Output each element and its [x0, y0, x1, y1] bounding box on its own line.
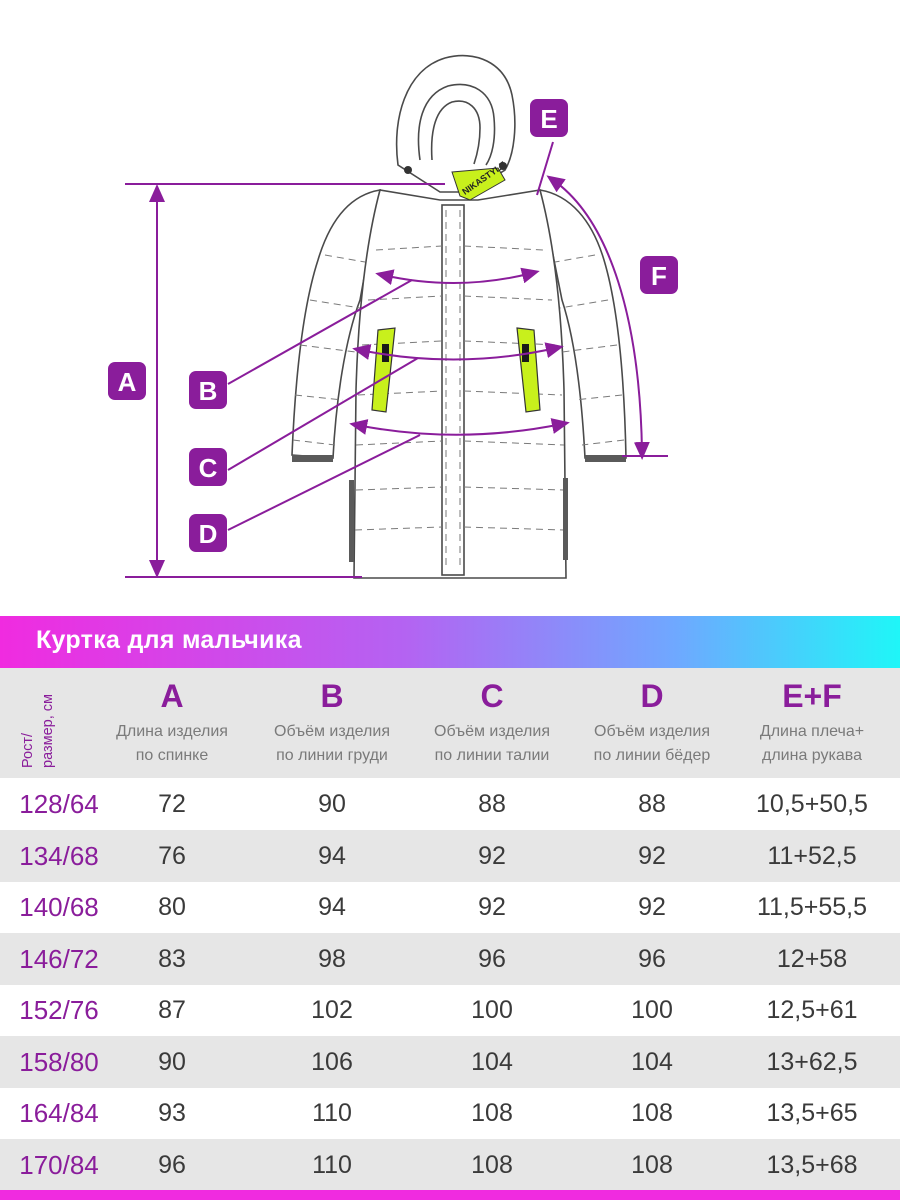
cell-d: 100 [631, 996, 673, 1024]
cell-b: 110 [312, 1099, 352, 1127]
cell-ef: 11,5+55,5 [756, 893, 868, 921]
cell-ef: 12+58 [776, 944, 848, 973]
cell-a: 83 [158, 944, 186, 973]
column-header-b: B Объём изделия по линии груди [274, 678, 390, 764]
cell-d: 92 [638, 893, 666, 921]
jacket-outline [291, 54, 627, 579]
table-row: 128/64 72 90 88 88 10,5+50,5 [0, 778, 900, 830]
cell-b: 102 [311, 996, 353, 1024]
cell-b: 94 [318, 841, 346, 870]
label-f-badge: F [640, 256, 678, 294]
jacket-diagram: NIKASTYLE A B C D [108, 54, 678, 579]
cell-c: 92 [478, 893, 506, 921]
label-d-badge: D [189, 514, 227, 552]
cell-size: 128/64 [19, 789, 99, 819]
cell-c: 108 [471, 1099, 513, 1127]
cell-b: 94 [318, 893, 346, 921]
cell-size: 152/76 [19, 995, 99, 1025]
table-row: 170/84 96 110 108 108 13,5+68 [0, 1138, 900, 1191]
cell-a: 76 [158, 841, 186, 870]
column-header-c: C Объём изделия по линии талии [434, 678, 550, 764]
label-e-badge: E [530, 99, 568, 137]
table-row: 140/68 80 94 92 92 11,5+55,5 [0, 881, 900, 933]
cell-ef: 13,5+65 [766, 1099, 858, 1127]
cell-b: 110 [312, 1150, 352, 1179]
cell-b: 98 [318, 944, 346, 973]
cell-d: 108 [631, 1099, 673, 1127]
cell-c: 88 [478, 790, 506, 818]
cell-c: 108 [471, 1150, 513, 1179]
cell-ef: 13,5+68 [766, 1150, 858, 1179]
svg-text:C: C [199, 453, 218, 483]
cell-d: 92 [638, 841, 666, 870]
cell-ef: 10,5+50,5 [756, 790, 868, 818]
table-row: 158/80 90 106 104 104 13+62,5 [0, 1035, 900, 1088]
cell-ef: 13+62,5 [766, 1047, 858, 1076]
cell-b: 90 [318, 790, 346, 818]
table-row: 152/76 87 102 100 100 12,5+61 [0, 984, 900, 1036]
svg-text:B: B [199, 376, 218, 406]
table-row: 146/72 83 98 96 96 12+58 [0, 932, 900, 985]
cell-a: 72 [158, 790, 186, 818]
cell-d: 88 [638, 790, 666, 818]
cell-a: 80 [158, 893, 186, 921]
table-row: 134/68 76 94 92 92 11+52,5 [0, 829, 900, 882]
label-a-badge: A [108, 362, 146, 400]
svg-text:D: D [199, 519, 218, 549]
cell-c: 100 [471, 996, 513, 1024]
cell-d: 96 [638, 944, 666, 973]
cell-ef: 11+52,5 [767, 841, 857, 870]
label-b-badge: B [189, 371, 227, 409]
svg-text:F: F [651, 261, 667, 291]
table-title-banner: Куртка для мальчика [0, 616, 900, 668]
cell-ef: 12,5+61 [766, 996, 858, 1024]
table-header: Рост/ размер, см A Длина изделия по спин… [0, 668, 900, 778]
cell-d: 108 [631, 1150, 673, 1179]
cell-b: 106 [311, 1047, 353, 1076]
cell-size: 146/72 [19, 943, 99, 974]
table-row: 164/84 93 110 108 108 13,5+65 [0, 1087, 900, 1139]
column-header-ef: E+F Длина плеча+ длина рукава [759, 678, 865, 764]
cell-c: 92 [478, 841, 506, 870]
cell-size: 158/80 [19, 1046, 99, 1077]
column-header-d: D Объём изделия по линии бёдер [593, 678, 711, 764]
cell-a: 90 [158, 1047, 186, 1076]
table-title: Куртка для мальчика [36, 626, 302, 654]
size-header-line1: Рост/ [20, 732, 36, 768]
bottom-accent-bar [0, 1190, 900, 1200]
cell-a: 87 [158, 996, 186, 1024]
cell-size: 170/84 [19, 1149, 99, 1180]
column-header-a: A Длина изделия по спинке [116, 678, 228, 764]
svg-text:E: E [540, 104, 557, 134]
cell-size: 164/84 [19, 1098, 99, 1128]
cell-a: 93 [158, 1099, 186, 1127]
cell-c: 104 [471, 1047, 513, 1076]
cell-c: 96 [478, 944, 506, 973]
size-header-line2: размер, см [40, 694, 56, 768]
cell-size: 134/68 [19, 840, 99, 871]
label-c-badge: C [189, 448, 227, 486]
cell-a: 96 [158, 1150, 186, 1179]
svg-text:A: A [118, 367, 137, 397]
measurement-lines [125, 141, 668, 578]
cell-size: 140/68 [19, 892, 99, 922]
cell-d: 104 [631, 1047, 673, 1076]
size-header: Рост/ размер, см [18, 680, 82, 774]
